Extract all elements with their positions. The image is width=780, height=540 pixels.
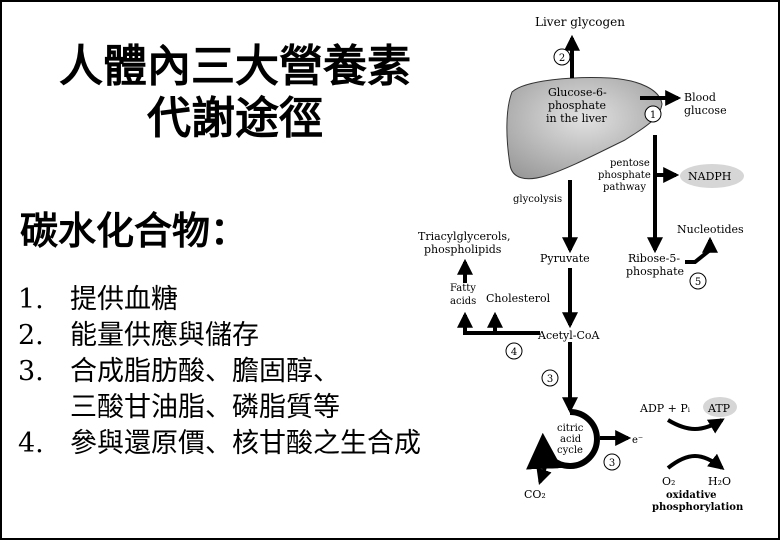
- label-blood-2: glucose: [684, 104, 727, 117]
- section-heading: 碳水化合物：: [20, 208, 249, 253]
- label-g6p-3: in the liver: [546, 112, 607, 125]
- step-number: 4: [511, 347, 517, 358]
- label-tca-1: citric: [557, 423, 584, 434]
- atp-highlight: [703, 397, 737, 417]
- label-ribose-1: Ribose-5-: [628, 252, 680, 265]
- arrow-pentose-pathway: [653, 135, 680, 183]
- label-ppp-3: pathway: [603, 182, 646, 193]
- list-text: 能量供應與儲存: [70, 320, 259, 351]
- label-cholesterol: Cholesterol: [486, 292, 551, 305]
- list-number: 1.: [18, 284, 44, 315]
- label-nadph: NADPH: [688, 170, 731, 183]
- label-atp: ATP: [707, 402, 731, 415]
- label-blood-1: Blood: [684, 91, 716, 104]
- label-electron: e⁻: [632, 435, 643, 446]
- step-marker: 2: [553, 48, 571, 66]
- step-number: 2: [559, 53, 565, 64]
- label-g6p-2: phosphate: [548, 99, 606, 112]
- label-fatty-1: Fatty: [450, 283, 476, 294]
- step-number: 1: [650, 110, 656, 121]
- list-item: 1. 提供血糖: [18, 282, 421, 318]
- list-text: 合成脂肪酸、膽固醇、: [70, 356, 340, 387]
- label-ribose-2: phosphate: [626, 265, 684, 278]
- label-tca-2: acid: [560, 434, 582, 445]
- page-title-line-2: 代謝途徑: [147, 93, 323, 144]
- label-adp: ADP + Pᵢ: [639, 402, 691, 415]
- label-glycolysis: glycolysis: [513, 194, 562, 205]
- label-liver-glycogen: Liver glycogen: [535, 15, 625, 29]
- arrow-o2-to-h2o: [666, 453, 725, 470]
- label-g6p-1: Glucose-6-: [548, 86, 607, 99]
- arrow-adp-to-atp: [666, 418, 725, 434]
- step-marker: 1: [644, 105, 662, 123]
- arrow-co2: [536, 457, 552, 486]
- label-triacyl-1: Triacylglycerols,: [418, 230, 511, 243]
- step-number: 3: [547, 374, 553, 385]
- function-list: 1. 提供血糖 2. 能量供應與儲存 3. 合成脂肪酸、膽固醇、 三酸甘油脂、磷…: [18, 282, 421, 462]
- label-h2o: H₂O: [708, 475, 731, 488]
- arrow-acetyl-to-cholesterol: [487, 311, 540, 335]
- list-number: 2.: [18, 320, 44, 351]
- step-marker: 4: [505, 342, 523, 360]
- liver-shape: [506, 77, 663, 180]
- label-triacyl-2: phospholipids: [424, 243, 502, 256]
- label-oxphos-1: oxidative: [666, 490, 717, 501]
- list-number: 4.: [18, 428, 44, 459]
- label-nucleotides: Nucleotides: [677, 223, 744, 236]
- step-marker: 3: [603, 453, 621, 471]
- arrow-acetyl-to-fatty: [457, 311, 540, 335]
- list-number: 3.: [18, 356, 44, 387]
- citric-acid-cycle-ring: [526, 409, 600, 470]
- list-item: 4. 參與還原價、核甘酸之生合成: [18, 426, 421, 462]
- step-number: 3: [609, 458, 615, 469]
- list-text: 提供血糖: [70, 284, 178, 315]
- label-o2: O₂: [662, 475, 675, 488]
- label-ppp-1: pentose: [610, 158, 650, 169]
- step-number: 5: [695, 277, 701, 288]
- list-item: 3. 合成脂肪酸、膽固醇、: [18, 354, 421, 390]
- step-marker: 5: [689, 272, 707, 290]
- list-item-continuation: 三酸甘油脂、磷脂質等: [18, 390, 421, 426]
- nadph-highlight: [680, 164, 744, 188]
- page-title-line-1: 人體內三大營養素: [59, 41, 411, 92]
- label-tca-3: cycle: [557, 445, 583, 456]
- label-co2: CO₂: [524, 488, 546, 501]
- label-acetyl-coa: Acetyl-CoA: [537, 329, 601, 342]
- arrow-ribose-to-nucleotides: [685, 236, 718, 264]
- label-pyruvate: Pyruvate: [540, 252, 590, 265]
- step-marker: 3: [541, 369, 559, 387]
- label-fatty-2: acids: [450, 296, 476, 307]
- list-item: 2. 能量供應與儲存: [18, 318, 421, 354]
- list-text: 三酸甘油脂、磷脂質等: [70, 392, 340, 423]
- list-text: 參與還原價、核甘酸之生合成: [70, 428, 421, 459]
- label-oxphos-2: phosphorylation: [652, 502, 744, 513]
- label-ppp-2: phosphate: [598, 170, 651, 181]
